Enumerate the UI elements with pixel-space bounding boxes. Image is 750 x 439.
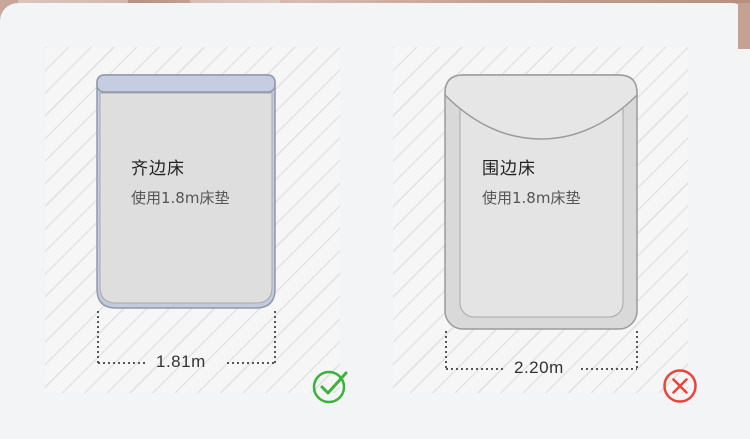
- comparison-card: 齐边床 使用1.8m床垫 1.81m 围边床 使用1.8m床垫 2.20m: [0, 3, 750, 439]
- bed-title: 围边床: [482, 159, 536, 179]
- bed-subtitle: 使用1.8m床垫: [131, 189, 230, 207]
- bed-panel-wrapped: 围边床 使用1.8m床垫 2.20m: [393, 47, 688, 393]
- width-label: 1.81m: [156, 352, 206, 371]
- flush-bed-illustration: [96, 74, 276, 364]
- mattress: [99, 92, 273, 304]
- bed-panel-flush: 齐边床 使用1.8m床垫 1.81m: [45, 47, 340, 393]
- wrapped-bed-illustration: [444, 74, 638, 370]
- headboard: [444, 74, 638, 140]
- bed-subtitle: 使用1.8m床垫: [482, 189, 581, 207]
- headboard-band: [96, 74, 276, 93]
- width-label: 2.20m: [514, 358, 564, 377]
- cross-circle-icon: [663, 369, 697, 403]
- bed-title: 齐边床: [131, 159, 185, 179]
- check-circle-icon: [312, 370, 348, 404]
